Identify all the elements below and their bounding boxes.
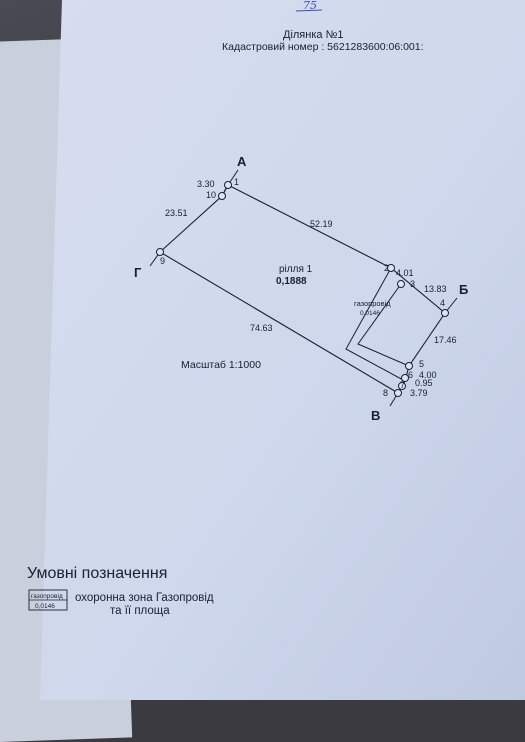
cadastral-number: Кадастровий номер : 5621283600:06:001: <box>222 41 424 53</box>
legend-sample: газопровід 0,0146 <box>28 589 68 611</box>
point-marker-1 <box>224 181 232 189</box>
corner-label-G: Г <box>134 265 142 280</box>
point-marker-2 <box>387 264 395 272</box>
legend-sample-name: газопровід <box>31 592 63 600</box>
gas-zone-inner <box>357 283 410 367</box>
point-marker-9 <box>156 248 164 256</box>
corner-label-A: А <box>237 154 247 169</box>
document-sheet: 75 Ділянка №1 Кадастровий номер : 562128… <box>27 0 525 700</box>
corner-label-B: Б <box>459 282 468 297</box>
point-marker-3 <box>397 280 405 288</box>
dimension-4-01: 4.01 <box>396 268 414 278</box>
point-marker-6 <box>401 374 409 382</box>
point-label-6: 6 <box>408 370 413 380</box>
parcel-name: рілля 1 <box>279 264 313 275</box>
parcel-area: 0,1888 <box>276 276 307 287</box>
dimension-13-83: 13.83 <box>424 284 447 294</box>
legend-description-line2: та її площа <box>110 605 170 617</box>
dimension-3-79: 3.79 <box>410 388 428 398</box>
point-marker-4 <box>441 309 449 317</box>
dimension-52-19: 52.19 <box>310 219 333 229</box>
legend-description-line1: охоронна зона Газопровід <box>75 592 214 604</box>
dimension-3-30: 3.30 <box>197 179 215 189</box>
point-marker-10 <box>218 192 226 200</box>
gas-zone-name: газопровід <box>354 299 391 308</box>
corner-label-V: В <box>371 408 380 423</box>
plot-title: Ділянка №1 <box>283 29 344 41</box>
point-label-1: 1 <box>234 177 239 187</box>
paper <box>40 0 525 700</box>
handwritten-page-number: 75 <box>303 0 317 12</box>
dimension-74-63: 74.63 <box>250 323 273 333</box>
point-label-10: 10 <box>206 190 216 200</box>
gas-zone-area: 0,0146 <box>360 310 380 317</box>
point-label-3: 3 <box>410 279 415 289</box>
point-marker-5 <box>405 362 413 370</box>
point-label-7: 7 <box>400 380 405 390</box>
point-label-4: 4 <box>440 298 445 308</box>
point-marker-8 <box>394 389 402 397</box>
dimension-4-00: 4.00 <box>419 370 437 380</box>
point-markers <box>156 181 449 397</box>
scale-label: Масштаб 1:1000 <box>181 359 261 371</box>
dimension-23-51: 23.51 <box>165 208 188 218</box>
point-label-2: 2 <box>384 263 389 273</box>
dimension-17-46: 17.46 <box>434 335 457 345</box>
handwritten-underline <box>295 9 323 12</box>
gas-zone-outline <box>345 267 406 382</box>
dimension-0-95: 0.95 <box>415 378 433 388</box>
point-label-5: 5 <box>419 359 424 369</box>
point-label-9: 9 <box>160 256 165 266</box>
point-label-8: 8 <box>383 388 388 398</box>
legend-title: Умовні позначення <box>27 565 167 582</box>
point-marker-7 <box>398 382 406 390</box>
legend-sample-area: 0,0146 <box>35 603 55 610</box>
